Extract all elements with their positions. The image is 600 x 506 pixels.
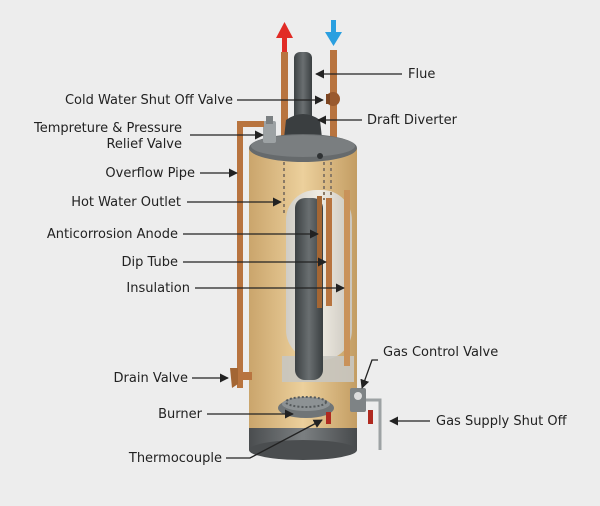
label-hot-water-outlet: Hot Water Outlet: [71, 195, 181, 210]
label-draft-diverter: Draft Diverter: [367, 113, 458, 128]
cold-water-arrow: [325, 20, 342, 46]
label-drain-valve: Drain Valve: [114, 371, 188, 386]
label-burner: Burner: [158, 407, 203, 422]
label-dip-tube: Dip Tube: [122, 255, 178, 270]
label-gas-control-valve: Gas Control Valve: [383, 345, 498, 360]
label-temp-pressure-line1: Tempreture & Pressure: [33, 121, 182, 136]
label-gas-supply-shut-off: Gas Supply Shut Off: [436, 414, 568, 429]
tank-base: [249, 428, 357, 460]
anode-rod: [317, 196, 322, 308]
label-cold-water-shut-off-valve: Cold Water Shut Off Valve: [65, 93, 233, 108]
hot-water-arrow: [276, 22, 293, 52]
dip-tube: [326, 198, 332, 306]
burner-assembly: [278, 396, 334, 418]
insulation-edge: [344, 190, 350, 366]
cold-water-valve-knob: [326, 92, 340, 106]
drain-valve: [230, 368, 252, 388]
overflow-pipe-line: [237, 121, 264, 388]
hot-water-pipe: [281, 52, 288, 144]
thermocouple-part: [326, 412, 331, 424]
label-anticorrosion-anode: Anticorrosion Anode: [47, 227, 178, 242]
leader-lines: [183, 69, 430, 459]
label-insulation: Insulation: [126, 281, 190, 296]
gas-shutoff-handle: [368, 410, 373, 424]
label-thermocouple: Thermocouple: [128, 451, 222, 466]
inner-flue: [295, 198, 323, 380]
gas-control-box: [350, 388, 366, 412]
gas-supply-line: [366, 398, 382, 450]
label-flue: Flue: [408, 67, 435, 82]
label-temp-pressure-line2: Relief Valve: [106, 137, 182, 152]
label-overflow-pipe: Overflow Pipe: [105, 166, 195, 181]
relief-valve: [263, 116, 276, 143]
